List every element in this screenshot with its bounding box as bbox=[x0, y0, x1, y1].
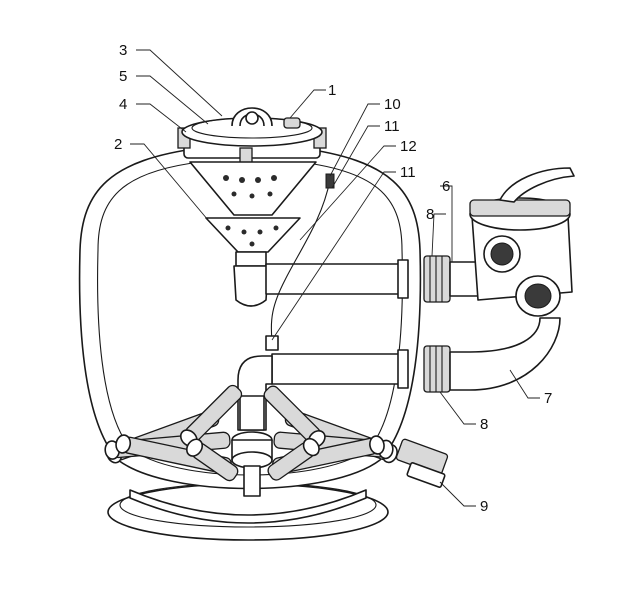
connecting-hose bbox=[449, 317, 561, 391]
callout-2: 2 bbox=[114, 136, 122, 153]
callout-4: 4 bbox=[119, 96, 127, 113]
callout-5: 5 bbox=[119, 68, 127, 85]
callout-labels: 3 5 4 2 1 10 11 12 11 6 8 7 8 9 bbox=[114, 42, 552, 515]
lid-assembly bbox=[177, 107, 327, 167]
lateral-assembly bbox=[104, 384, 398, 497]
lower-union bbox=[423, 345, 451, 393]
callout-10: 10 bbox=[384, 96, 401, 113]
callout-9: 9 bbox=[480, 498, 488, 515]
filter-base bbox=[107, 482, 389, 541]
callout-1: 1 bbox=[328, 82, 336, 99]
multiport-valve bbox=[449, 167, 575, 317]
upper-union bbox=[423, 255, 451, 303]
callout-3: 3 bbox=[119, 42, 127, 59]
callout-8-upper: 8 bbox=[426, 206, 434, 223]
callout-11-upper: 11 bbox=[384, 118, 400, 135]
callout-12: 12 bbox=[400, 138, 417, 155]
lower-collector-pipe bbox=[237, 349, 409, 431]
callout-6: 6 bbox=[442, 178, 450, 195]
drain-plug bbox=[395, 438, 449, 488]
callout-8-lower: 8 bbox=[480, 416, 488, 433]
callout-11-lower: 11 bbox=[400, 164, 416, 181]
leader-lines bbox=[130, 49, 540, 507]
upper-outlet-pipe bbox=[265, 259, 409, 299]
air-relief-tube bbox=[265, 173, 335, 351]
upper-diffuser bbox=[189, 161, 317, 307]
pressure-gauge-icon bbox=[283, 117, 301, 129]
callout-7: 7 bbox=[544, 390, 552, 407]
